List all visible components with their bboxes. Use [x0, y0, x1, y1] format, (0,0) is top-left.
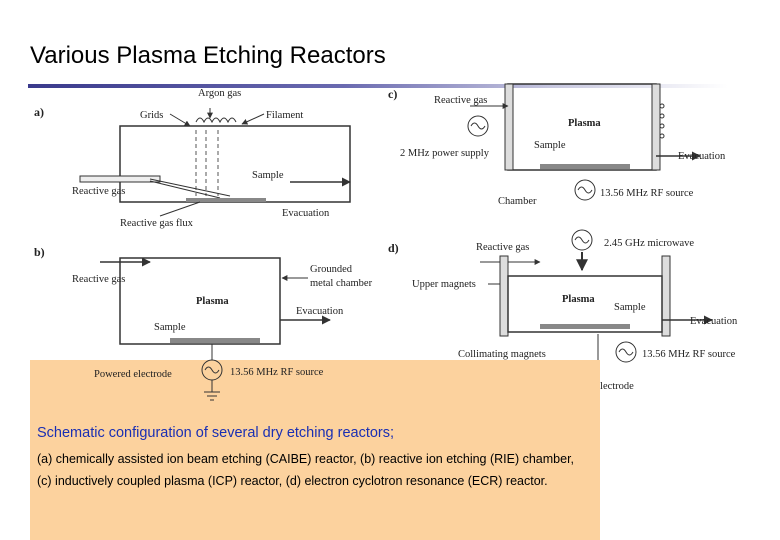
filament-pointer	[241, 113, 265, 125]
label-plasma: Plasma	[562, 294, 595, 305]
page-title: Various Plasma Etching Reactors	[30, 42, 386, 69]
sine-icon	[577, 186, 593, 194]
ecr-chamber	[507, 275, 663, 333]
panel-a-label: a)	[34, 105, 44, 119]
label-collimating-magnets: Collimating magnets	[458, 349, 546, 360]
label-evacuation: Evacuation	[296, 306, 344, 317]
rie-chamber	[119, 257, 281, 345]
label-sample: Sample	[154, 322, 186, 333]
label-sample: Sample	[534, 140, 566, 151]
label-plasma: Plasma	[568, 118, 601, 129]
label-upper-magnets: Upper magnets	[412, 279, 476, 290]
label-microwave: 2.45 GHz microwave	[604, 238, 694, 249]
caption-heading: Schematic configuration of several dry e…	[37, 425, 395, 441]
label-chamber: Chamber	[498, 196, 537, 207]
sample-stage	[186, 198, 266, 202]
label-power-supply: 2 MHz power supply	[400, 148, 490, 159]
label-reactive-gas: Reactive gas	[434, 95, 487, 106]
coil-turn	[659, 133, 665, 139]
panel-c-label: c)	[388, 87, 397, 101]
panel-c: c) Reactive gas Plasma Sample 2 MHz powe…	[388, 83, 726, 207]
label-evacuation: Evacuation	[678, 151, 726, 162]
coil-turn	[659, 103, 665, 109]
caption-line-1: (a) chemically assisted ion beam etching…	[37, 452, 575, 466]
label-evacuation: Evacuation	[690, 316, 738, 327]
panel-b: b) Reactive gas Grounded metal chamber P…	[34, 245, 373, 362]
flux-pointer	[159, 201, 201, 217]
sine-icon	[574, 236, 590, 244]
label-sample: Sample	[614, 302, 646, 313]
gas-flux-line	[149, 180, 221, 199]
sine-icon	[470, 122, 486, 130]
panel-b-label: b)	[34, 245, 45, 259]
label-plasma: Plasma	[196, 296, 229, 307]
sine-icon	[618, 348, 634, 356]
label-reactive-gas-flux: Reactive gas flux	[120, 218, 194, 229]
coil-turn	[659, 123, 665, 129]
coil-turn	[659, 113, 665, 119]
electrode	[540, 164, 630, 169]
caption-line-2: (c) inductively coupled plasma (ICP) rea…	[37, 474, 548, 488]
label-grounded: Grounded	[310, 264, 353, 275]
label-metal-chamber: metal chamber	[310, 278, 373, 289]
label-grids: Grids	[140, 110, 163, 121]
label-reactive-gas: Reactive gas	[72, 186, 125, 197]
powered-electrode	[170, 338, 260, 343]
gas-pipe	[79, 175, 161, 183]
label-reactive-gas: Reactive gas	[72, 274, 125, 285]
label-evacuation: Evacuation	[282, 208, 330, 219]
gas-flux-line	[149, 178, 231, 197]
grids-pointer	[169, 113, 191, 127]
label-rf-source: 13.56 MHz RF source	[642, 349, 736, 360]
sample-stage	[540, 324, 630, 329]
label-reactive-gas: Reactive gas	[476, 242, 529, 253]
caption-box	[30, 360, 600, 540]
panel-d-label: d)	[388, 241, 399, 255]
label-powered-electrode: Powered electrode	[94, 369, 172, 380]
label-rf-source: 13.56 MHz RF source	[230, 367, 324, 378]
label-filament: Filament	[266, 110, 303, 121]
title-underline	[28, 84, 728, 88]
chamber-wall	[504, 83, 514, 171]
label-argon-gas: Argon gas	[198, 88, 241, 99]
filament-coil	[195, 117, 237, 124]
sine-icon	[204, 366, 220, 374]
label-sample: Sample	[252, 170, 284, 181]
label-rf-source: 13.56 MHz RF source	[600, 188, 694, 199]
panel-d: d) 2.45 GHz microwave Reactive gas Upper…	[388, 229, 738, 392]
panel-a: a) Argon gas Grids Filament Reactive gas…	[34, 88, 351, 229]
